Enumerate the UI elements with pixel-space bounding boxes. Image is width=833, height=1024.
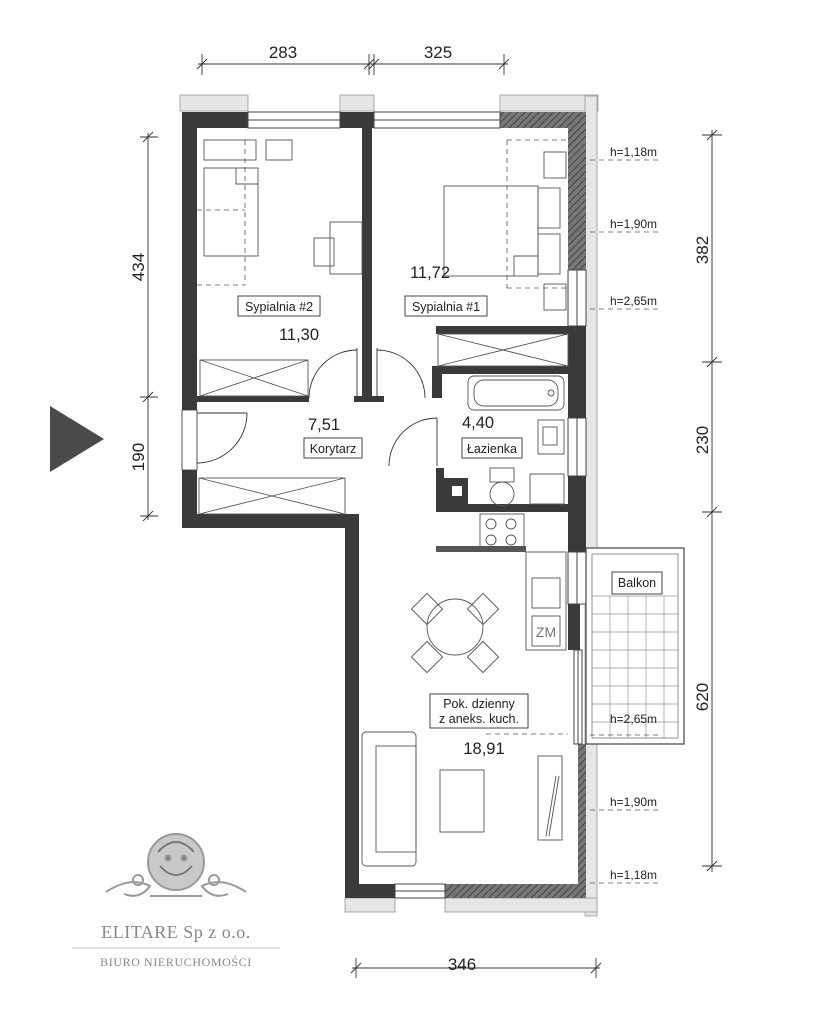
tv-cabinet-icon <box>537 755 563 841</box>
washing-machine-icon <box>529 473 565 505</box>
dim-right-upper: 382 <box>693 236 712 264</box>
entrance-arrow-icon <box>50 406 104 472</box>
pillow-icon <box>203 139 257 161</box>
dining-chair-icon <box>466 592 500 626</box>
dining-table-icon <box>426 598 484 656</box>
bathroom-area: 4,40 <box>462 414 494 432</box>
zm-label: ZM <box>536 624 556 640</box>
furniture: ZM <box>197 139 569 867</box>
wardrobe-icon <box>198 477 346 515</box>
kitchen-counter-icon <box>525 551 567 651</box>
coffee-table-icon <box>439 769 485 833</box>
dimension-lines <box>140 54 722 978</box>
doors <box>181 348 438 471</box>
dim-top-left: 283 <box>269 43 297 62</box>
dim-right-middle: 230 <box>693 426 712 454</box>
dim-bottom: 346 <box>448 955 476 974</box>
toilet-tank-icon <box>489 467 515 483</box>
dining-chair-icon <box>466 640 500 674</box>
hallway-label: Korytarz <box>310 442 357 456</box>
room-labels: Sypialnia #2 11,30 Sypialnia #1 11,72 Ko… <box>237 264 529 758</box>
window-height-markers: h=1,18m h=1,90m h=2,65m h=2,65m h=1,90m … <box>590 145 660 884</box>
window-height-2: h=1,90m <box>610 217 657 231</box>
kitchen-sink-icon <box>531 577 561 609</box>
dim-left-lower: 190 <box>129 443 148 471</box>
lion-crest-icon <box>105 833 247 897</box>
wardrobe-icon <box>199 359 309 397</box>
double-bed-icon <box>443 185 539 277</box>
chair-icon <box>313 237 335 267</box>
bedroom1-label: Sypialnia #1 <box>412 300 480 314</box>
bedroom2-label: Sypialnia #2 <box>245 300 313 314</box>
brand-subtitle: BIURO NIERUCHOMOŚCI <box>100 955 252 969</box>
window-height-4: h=2,65m <box>610 712 657 726</box>
desk-icon <box>329 221 363 275</box>
living-label-line2: z aneks. kuch. <box>439 712 519 726</box>
dim-left-upper: 434 <box>129 253 148 281</box>
fridge-icon <box>531 615 561 647</box>
dining-chair-icon <box>410 592 444 626</box>
sink-icon <box>537 419 565 455</box>
sofa-icon <box>361 731 417 867</box>
nightstand-icon <box>265 139 293 161</box>
bedroom1-area: 11,72 <box>410 264 450 282</box>
window-height-6: h=1,18m <box>610 868 657 882</box>
bathroom-label: Łazienka <box>467 442 517 456</box>
wardrobe-icon <box>437 333 569 367</box>
dining-chair-icon <box>410 640 444 674</box>
window-height-5: h=1,90m <box>610 795 657 809</box>
hallway-area: 7,51 <box>308 416 340 434</box>
pillow-icon <box>537 233 561 275</box>
nightstand-icon <box>543 151 567 179</box>
dimension-labels: 283 325 434 190 382 230 620 346 <box>129 43 712 974</box>
window-height-3: h=2,65m <box>610 294 657 308</box>
brand-name: ELITARE Sp z o.o. <box>101 922 251 942</box>
window-height-1: h=1,18m <box>610 145 657 159</box>
living-label-line1: Pok. dzienny <box>443 697 515 711</box>
cooktop-icon <box>479 513 525 549</box>
dim-top-right: 325 <box>424 43 452 62</box>
brand-watermark: ELITARE Sp z o.o. BIURO NIERUCHOMOŚCI <box>72 833 280 969</box>
dim-right-lower: 620 <box>693 683 712 711</box>
pillow-icon <box>537 187 561 229</box>
nightstand-icon <box>543 283 567 311</box>
living-area: 18,91 <box>463 740 504 758</box>
bathtub-icon <box>467 375 565 411</box>
walls <box>182 112 586 898</box>
toilet-icon <box>489 481 515 507</box>
balcony: Balkon <box>585 547 685 745</box>
bedroom2-area: 11,30 <box>279 326 319 344</box>
windows <box>247 111 587 899</box>
single-bed-icon <box>203 167 259 257</box>
balcony-label: Balkon <box>618 576 656 590</box>
